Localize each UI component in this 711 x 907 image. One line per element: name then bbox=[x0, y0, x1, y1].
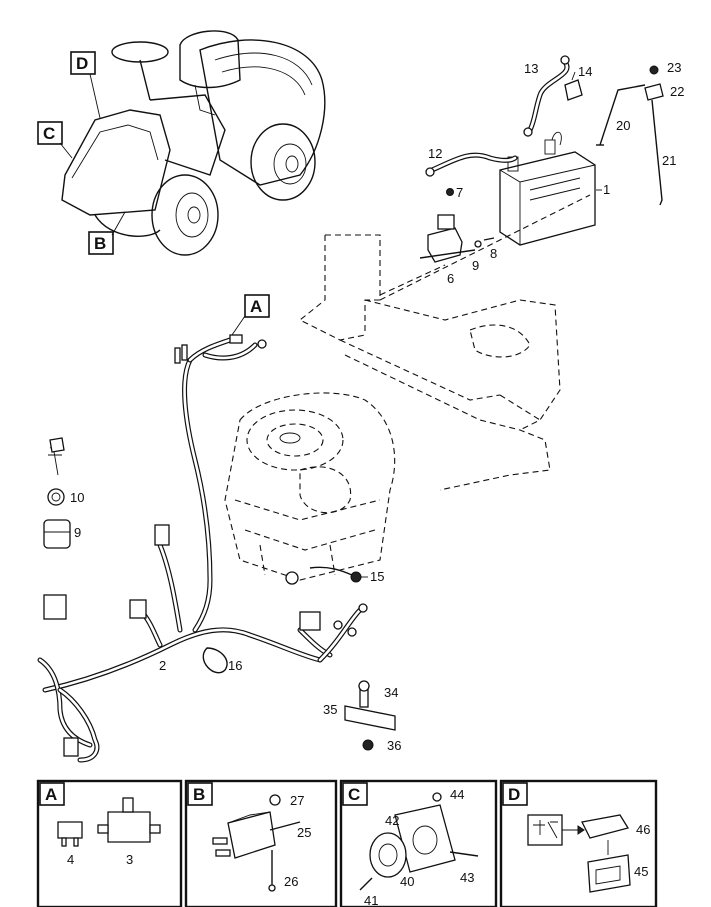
callout-d: D bbox=[70, 51, 101, 119]
svg-text:A: A bbox=[250, 297, 262, 316]
svg-text:D: D bbox=[508, 785, 520, 804]
svg-text:36: 36 bbox=[387, 738, 401, 753]
detail-panel-d: D 46 45 bbox=[499, 779, 658, 907]
svg-text:46: 46 bbox=[636, 822, 650, 837]
svg-text:40: 40 bbox=[400, 874, 414, 889]
detail-panel-a: A 4 3 bbox=[36, 779, 183, 907]
svg-text:21: 21 bbox=[662, 153, 676, 168]
clamp-22 bbox=[644, 83, 664, 101]
fuse-4 bbox=[57, 821, 83, 847]
svg-text:B: B bbox=[94, 234, 106, 253]
tie-strap-16 bbox=[202, 647, 228, 674]
svg-text:B: B bbox=[193, 785, 205, 804]
wire-15 bbox=[309, 566, 362, 583]
switch-14 bbox=[564, 71, 583, 101]
svg-text:7: 7 bbox=[456, 185, 463, 200]
hold-down-rod-21 bbox=[651, 99, 663, 206]
bracket-35 bbox=[344, 680, 396, 751]
svg-text:25: 25 bbox=[297, 825, 311, 840]
svg-text:26: 26 bbox=[284, 874, 298, 889]
battery-cable-12 bbox=[425, 152, 518, 177]
svg-text:12: 12 bbox=[428, 146, 442, 161]
svg-text:9: 9 bbox=[472, 258, 479, 273]
callout-c: C bbox=[37, 121, 73, 159]
svg-text:35: 35 bbox=[323, 702, 337, 717]
svg-text:16: 16 bbox=[228, 658, 242, 673]
cable-13 bbox=[523, 55, 570, 137]
svg-text:4: 4 bbox=[67, 852, 74, 867]
hold-down-rod-20 bbox=[596, 84, 646, 146]
svg-text:1: 1 bbox=[603, 182, 610, 197]
svg-text:22: 22 bbox=[670, 84, 684, 99]
nut-23 bbox=[649, 65, 659, 75]
svg-text:44: 44 bbox=[450, 787, 464, 802]
svg-text:23: 23 bbox=[667, 60, 681, 75]
rocker-switch-45 bbox=[587, 840, 631, 893]
svg-text:14: 14 bbox=[578, 64, 592, 79]
detail-panel-b: B 27 25 26 bbox=[184, 779, 338, 907]
solenoid-6 bbox=[419, 214, 476, 263]
mower-symbol-icon bbox=[527, 814, 563, 846]
svg-text:3: 3 bbox=[126, 852, 133, 867]
callout-a: A bbox=[231, 294, 270, 336]
svg-text:9: 9 bbox=[74, 525, 81, 540]
wiring-harness-2 bbox=[37, 337, 363, 763]
fuse-holder-3 bbox=[97, 797, 161, 843]
detail-panel-c: C 42 40 41 44 43 bbox=[339, 779, 498, 907]
chassis-frame bbox=[298, 194, 591, 491]
svg-text:45: 45 bbox=[634, 864, 648, 879]
socket-40 bbox=[369, 832, 407, 878]
svg-text:10: 10 bbox=[70, 490, 84, 505]
svg-text:42: 42 bbox=[385, 813, 399, 828]
svg-text:41: 41 bbox=[364, 893, 378, 907]
engine bbox=[224, 392, 396, 585]
svg-text:C: C bbox=[348, 785, 360, 804]
svg-text:D: D bbox=[76, 54, 88, 73]
svg-text:2: 2 bbox=[159, 658, 166, 673]
svg-text:6: 6 bbox=[447, 271, 454, 286]
nut-10 bbox=[47, 488, 65, 506]
svg-text:15: 15 bbox=[370, 569, 384, 584]
ignition-switch-9 bbox=[43, 519, 71, 549]
svg-text:A: A bbox=[45, 785, 57, 804]
harness-connectors bbox=[43, 334, 368, 757]
svg-text:13: 13 bbox=[524, 61, 538, 76]
ignition-key bbox=[48, 437, 65, 476]
svg-text:20: 20 bbox=[616, 118, 630, 133]
callout-b: B bbox=[88, 211, 126, 255]
switch-cap-46 bbox=[581, 814, 630, 839]
svg-text:8: 8 bbox=[490, 246, 497, 261]
svg-text:C: C bbox=[43, 124, 55, 143]
tractor-illustration bbox=[61, 30, 326, 256]
relay-25 bbox=[212, 811, 301, 859]
svg-text:34: 34 bbox=[384, 685, 398, 700]
svg-text:27: 27 bbox=[290, 793, 304, 808]
svg-text:43: 43 bbox=[460, 870, 474, 885]
battery bbox=[499, 131, 596, 246]
